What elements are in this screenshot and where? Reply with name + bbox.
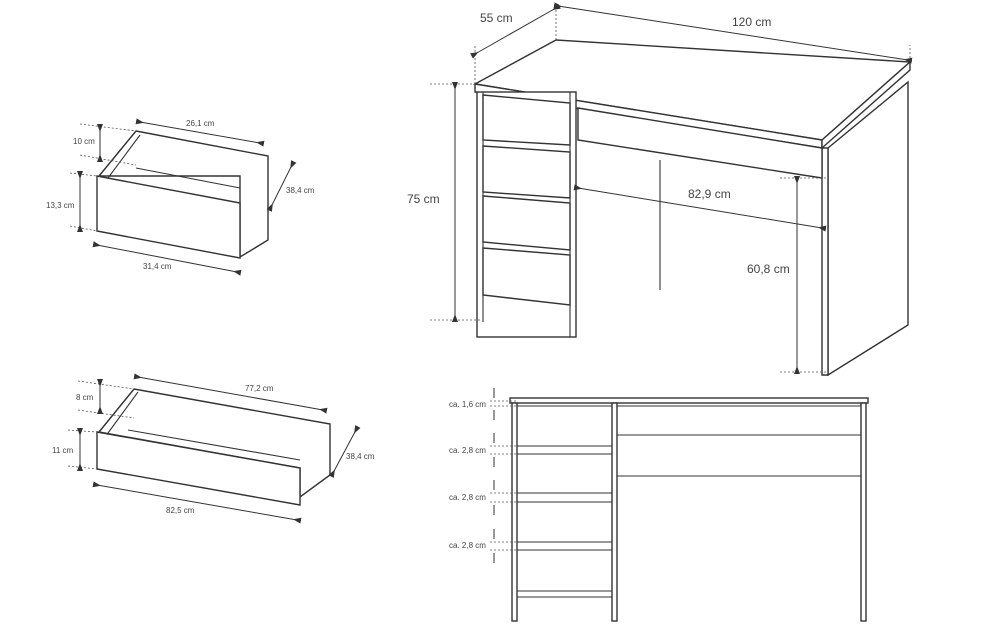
gap-label-top: ca. 1,6 cm: [449, 400, 486, 409]
small-drawer-front-width-label: 31,4 cm: [143, 262, 172, 271]
pedestal-drawer-2: [482, 145, 571, 199]
large-drawer-front-width-label: 82,5 cm: [166, 506, 195, 515]
desk-perspective: 55 cm 120 cm 75 cm 82,9 cm 60,8 cm: [407, 2, 913, 377]
small-drawer-front: [96, 175, 241, 259]
pedestal-drawer-4: [482, 247, 571, 306]
pedestal-drawer-1: [482, 94, 571, 146]
large-drawer-depth-label: 38,4 cm: [346, 452, 375, 461]
small-drawer-drawing: 26,1 cm 10 cm 13,3 cm 38,4 cm 31,4 cm: [46, 118, 315, 276]
small-drawer-inner-width-label: 26,1 cm: [186, 119, 215, 128]
desk-depth-label: 55 cm: [480, 11, 513, 25]
front-view-top: [509, 397, 869, 404]
desk-width-label: 120 cm: [732, 15, 771, 29]
depth-dimension-arrow: [470, 3, 561, 59]
legroom-width-label: 82,9 cm: [688, 187, 731, 201]
desk-front-view: ca. 1,6 cm ca. 2,8 cm ca. 2,8 cm ca. 2,8…: [449, 388, 869, 622]
gap-label-1: ca. 2,8 cm: [449, 446, 486, 455]
legroom-height-label: 60,8 cm: [747, 262, 790, 276]
large-drawer-drawing: 77,2 cm 8 cm 11 cm 38,4 cm 82,5 cm: [52, 373, 375, 524]
width-dimension-arrow: [553, 2, 913, 64]
small-drawer-inner-height-label: 10 cm: [73, 137, 95, 146]
large-drawer-front-height-label: 11 cm: [52, 446, 74, 455]
small-drawer-front-height-label: 13,3 cm: [46, 201, 75, 210]
pedestal-drawer-3: [482, 195, 571, 251]
small-drawer-depth-label: 38,4 cm: [286, 186, 315, 195]
gap-label-3: ca. 2,8 cm: [449, 541, 486, 550]
gap-label-2: ca. 2,8 cm: [449, 493, 486, 502]
legroom-width-arrow: [573, 184, 827, 232]
right-leg-front: [821, 147, 829, 376]
desk-top-side-edge: [821, 60, 911, 150]
desk-height-label: 75 cm: [407, 192, 440, 206]
large-drawer-inner-height-label: 8 cm: [76, 393, 94, 402]
large-drawer-inner-width-label: 77,2 cm: [245, 384, 274, 393]
